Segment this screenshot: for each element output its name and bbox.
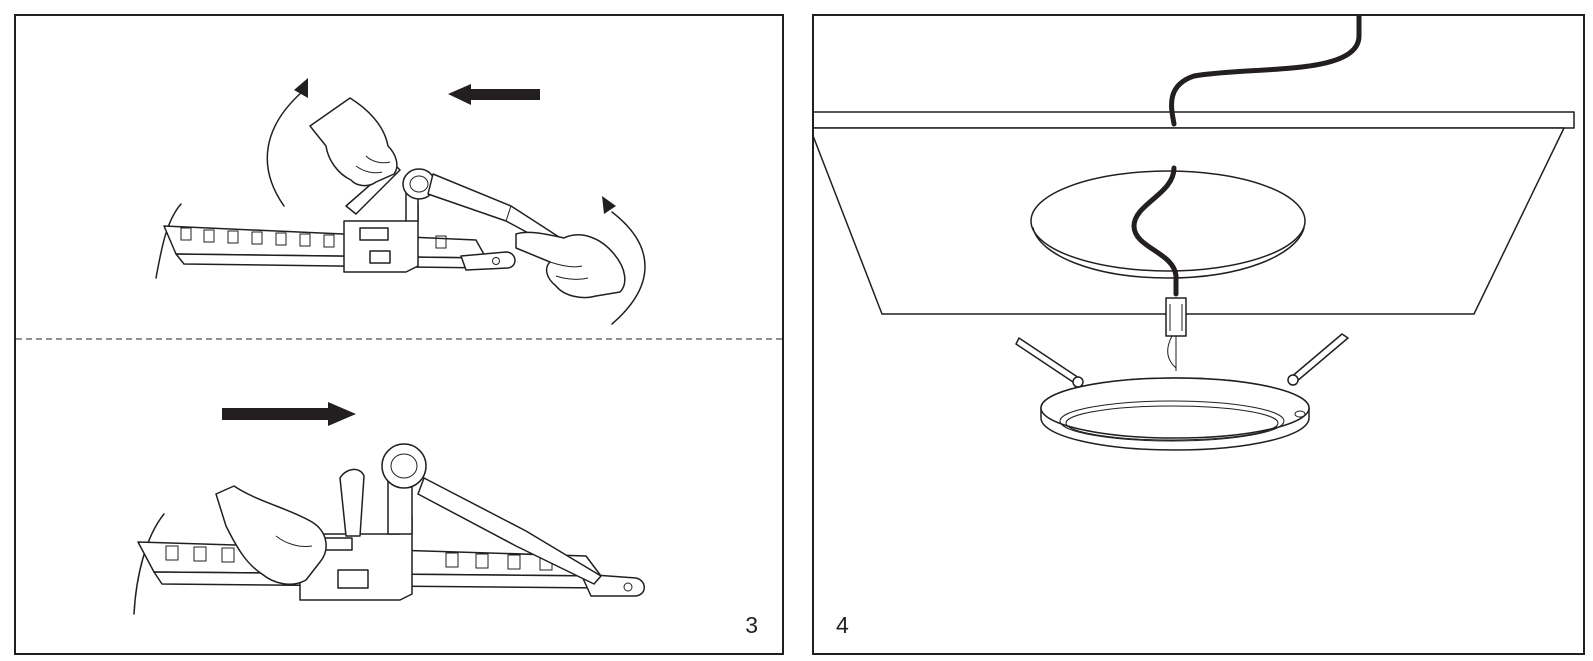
mounting-bracket-icon	[155, 187, 516, 279]
spring-clip-icon	[1287, 333, 1349, 386]
step-3-illustration	[16, 78, 782, 615]
step-number: 4	[836, 612, 849, 638]
spring-clip-icon	[339, 443, 602, 585]
top-illustration	[155, 78, 646, 325]
arrow-left-icon	[448, 84, 540, 105]
hand-icon	[309, 97, 398, 187]
step-3-panel: 3	[14, 14, 784, 655]
step-number: 3	[745, 612, 758, 638]
rotate-arrow-icon	[602, 196, 646, 325]
arrow-right-icon	[222, 402, 356, 426]
bottom-illustration	[133, 402, 645, 615]
hand-icon	[515, 231, 626, 299]
step-4-illustration	[814, 16, 1575, 451]
step-4-panel: 4	[812, 14, 1585, 655]
spring-clip-icon	[1015, 337, 1084, 388]
mounting-bracket-icon	[133, 465, 645, 615]
rotate-arrow-icon	[266, 78, 308, 207]
hand-icon	[215, 485, 327, 586]
power-cable-icon	[1131, 16, 1362, 297]
wire-connector-icon	[1165, 297, 1187, 371]
light-fixture-icon	[1040, 377, 1310, 451]
ceiling-cutout-icon	[1030, 170, 1306, 279]
